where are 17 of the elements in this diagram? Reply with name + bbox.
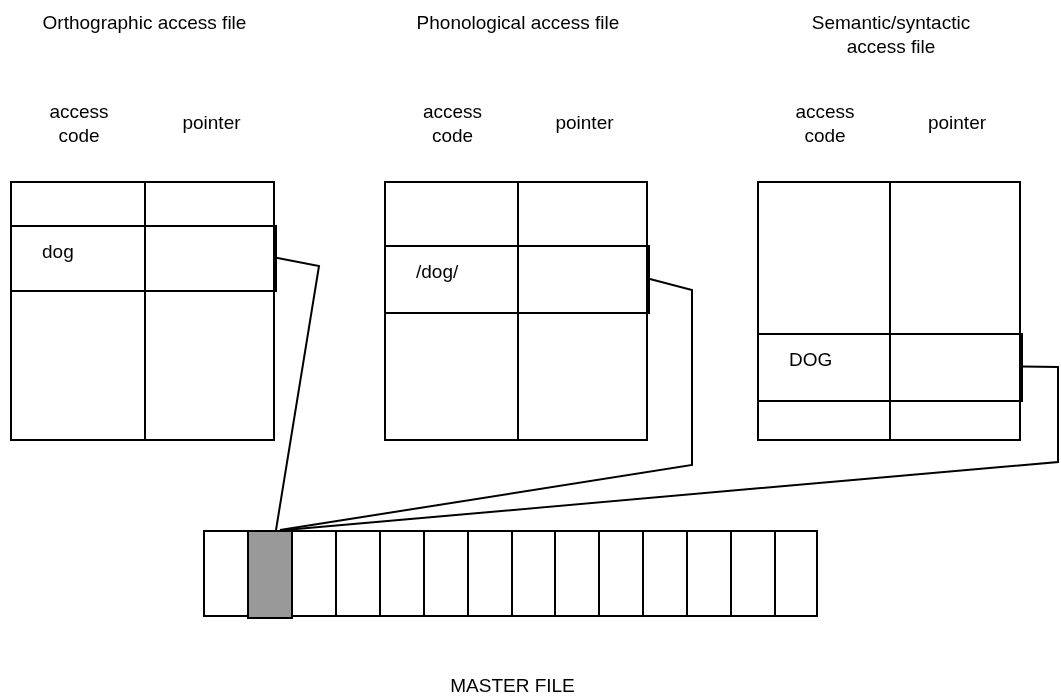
master-file-label: MASTER FILE <box>449 674 576 697</box>
column-header: pointer <box>554 111 615 135</box>
column-header: access code <box>421 100 484 148</box>
column-header: pointer <box>181 111 242 135</box>
file-title: Phonological access file <box>415 11 621 35</box>
file-title: Semantic/syntactic access file <box>810 11 972 59</box>
column-header: access code <box>48 100 110 148</box>
access-code-entry: /dog/ <box>386 247 519 314</box>
access-code-entry: DOG <box>759 335 891 402</box>
file-title: Orthographic access file <box>41 11 248 35</box>
column-header: access code <box>794 100 856 148</box>
access-code-entry: dog <box>12 227 146 292</box>
connector-line <box>274 256 321 531</box>
connector-line <box>284 365 1059 531</box>
column-header: pointer <box>926 111 988 135</box>
connector-line <box>279 277 693 531</box>
marked-record <box>247 530 293 619</box>
